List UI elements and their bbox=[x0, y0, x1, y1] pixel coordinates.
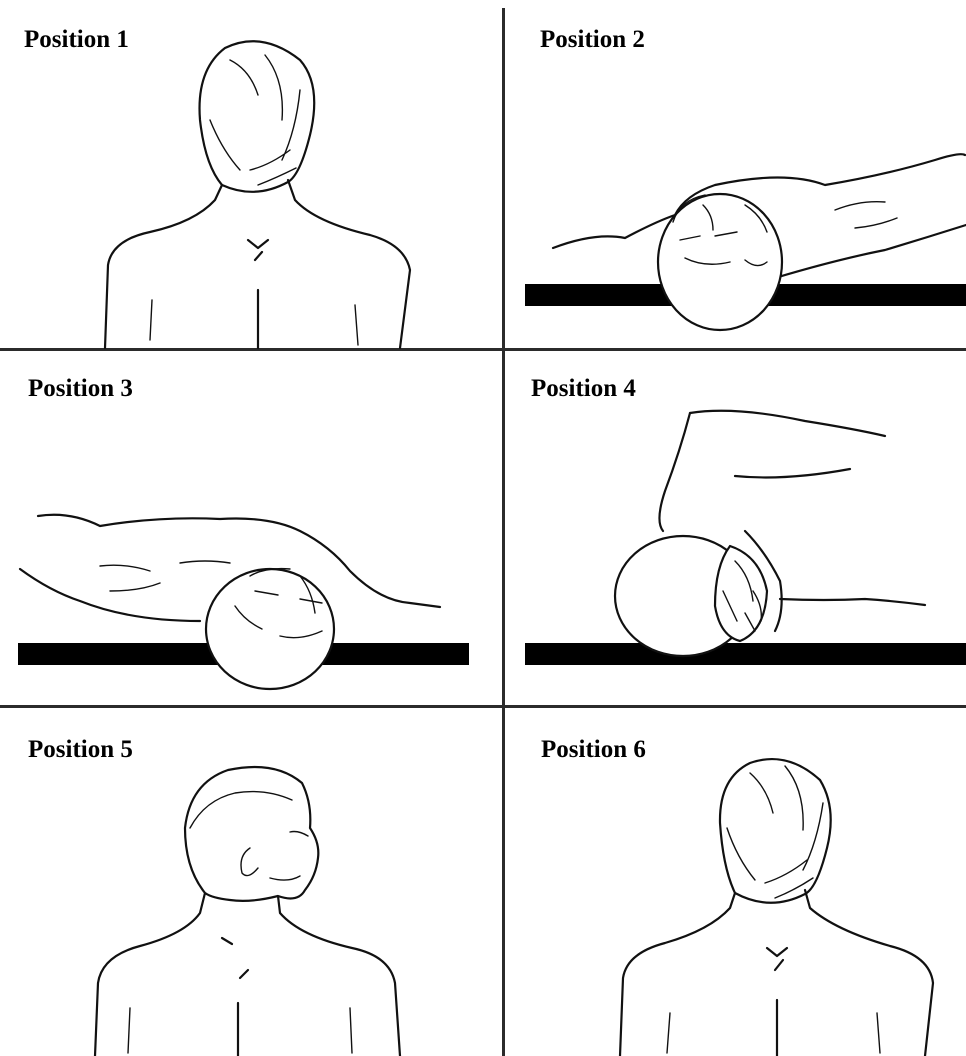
panel-position-3: Position 3 bbox=[0, 351, 502, 705]
face-down-illustration bbox=[505, 351, 966, 705]
side-lying-illustration bbox=[0, 351, 502, 705]
panel-position-5: Position 5 bbox=[0, 708, 502, 1056]
panel-position-4: Position 4 bbox=[505, 351, 966, 705]
back-view-illustration bbox=[505, 708, 966, 1056]
panel-position-2: Position 2 bbox=[505, 0, 966, 348]
side-lying-illustration bbox=[505, 0, 966, 348]
panel-position-1: Position 1 bbox=[0, 0, 502, 348]
head-turned-illustration bbox=[0, 708, 502, 1056]
back-view-illustration bbox=[0, 0, 502, 348]
panel-position-6: Position 6 bbox=[505, 708, 966, 1056]
